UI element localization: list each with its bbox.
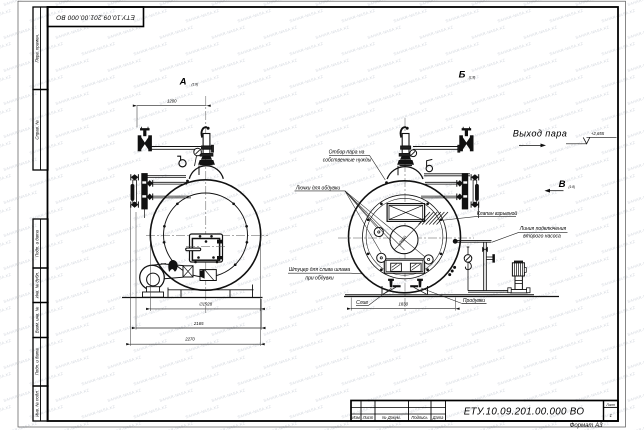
svg-text:SAHAR-NASA.KZ: SAHAR-NASA.KZ [627,0,644,7]
svg-text:Перв. примен.: Перв. примен. [34,34,39,63]
svg-text:Штуцер для слива шлама: Штуцер для слива шлама [289,267,351,273]
svg-text:Формат А3: Формат А3 [570,423,603,429]
svg-text:ЕТУ.10.09.201.00.000 ВО: ЕТУ.10.09.201.00.000 ВО [464,407,585,418]
svg-text:∅500: ∅500 [397,234,408,246]
svg-text:Подпись: Подпись [411,415,427,420]
svg-text:1830: 1830 [399,301,409,306]
svg-text:Лист: Лист [362,415,374,420]
svg-text:Взам. инв. №: Взам. инв. № [34,306,39,333]
svg-text:Дата: Дата [432,415,445,420]
svg-text:SAHAR-NASA.KZ: SAHAR-NASA.KZ [419,420,454,430]
svg-text:второго насоса: второго насоса [523,234,561,240]
svg-text:SAHAR-NASA.KZ: SAHAR-NASA.KZ [471,420,506,430]
svg-text:SAHAR-NASA.KZ: SAHAR-NASA.KZ [211,420,246,430]
svg-text:SAHAR-NASA.KZ: SAHAR-NASA.KZ [55,420,90,430]
svg-text:∅1928: ∅1928 [199,302,213,307]
svg-text:Отбор пара на: Отбор пара на [329,149,365,155]
svg-text:2270: 2270 [184,337,195,342]
svg-text:1200: 1200 [167,99,177,104]
svg-text:(1:8): (1:8) [192,83,199,87]
svg-text:Выход пара: Выход пара [513,128,568,138]
svg-text:ЕТУ.10.09.201.00.000 ВО: ЕТУ.10.09.201.00.000 ВО [56,14,135,21]
svg-text:Инв. № подл.: Инв. № подл. [34,390,39,417]
svg-text:№ Докум.: № Докум. [382,415,401,420]
svg-text:1: 1 [610,413,612,418]
svg-text:SAHAR-NASA.KZ: SAHAR-NASA.KZ [523,420,558,430]
svg-text:Линия подключения: Линия подключения [519,226,567,232]
svg-text:Инв. № дубл.: Инв. № дубл. [34,272,39,298]
svg-text:Б: Б [459,70,466,81]
svg-text:SAHAR-NASA.KZ: SAHAR-NASA.KZ [3,420,38,430]
svg-text:Подп. и дата: Подп. и дата [34,348,39,376]
svg-text:Справ. №: Справ. № [34,120,39,140]
svg-text:SAHAR-NASA.KZ: SAHAR-NASA.KZ [367,420,402,430]
svg-text:SAHAR-NASA.KZ: SAHAR-NASA.KZ [575,420,610,430]
svg-text:SAHAR-NASA.KZ: SAHAR-NASA.KZ [159,420,194,430]
svg-text:(1:8): (1:8) [569,185,576,189]
svg-text:SAHAR-NASA.KZ: SAHAR-NASA.KZ [263,420,298,430]
svg-text:Подп. и дата: Подп. и дата [34,229,39,257]
svg-text:Лючки для обдувки: Лючки для обдувки [295,185,341,191]
svg-text:SAHAR-NASA.KZ: SAHAR-NASA.KZ [107,420,142,430]
svg-text:Продувки: Продувки [463,298,485,304]
svg-text:В: В [559,179,566,190]
svg-text:собственные нужды: собственные нужды [323,157,372,163]
svg-text:при обдувки: при обдувки [305,276,334,282]
svg-text:2165: 2165 [193,321,204,326]
svg-text:Клапан взрывной: Клапан взрывной [477,210,518,217]
svg-text:А: А [179,77,187,88]
svg-text:(1:8): (1:8) [469,76,476,80]
svg-text:SAHAR-NASA.KZ: SAHAR-NASA.KZ [315,420,350,430]
svg-text:Изм: Изм [352,415,360,420]
svg-text:+2,655: +2,655 [591,131,605,136]
svg-text:Лист: Лист [605,403,615,407]
svg-text:Слив: Слив [356,300,368,306]
